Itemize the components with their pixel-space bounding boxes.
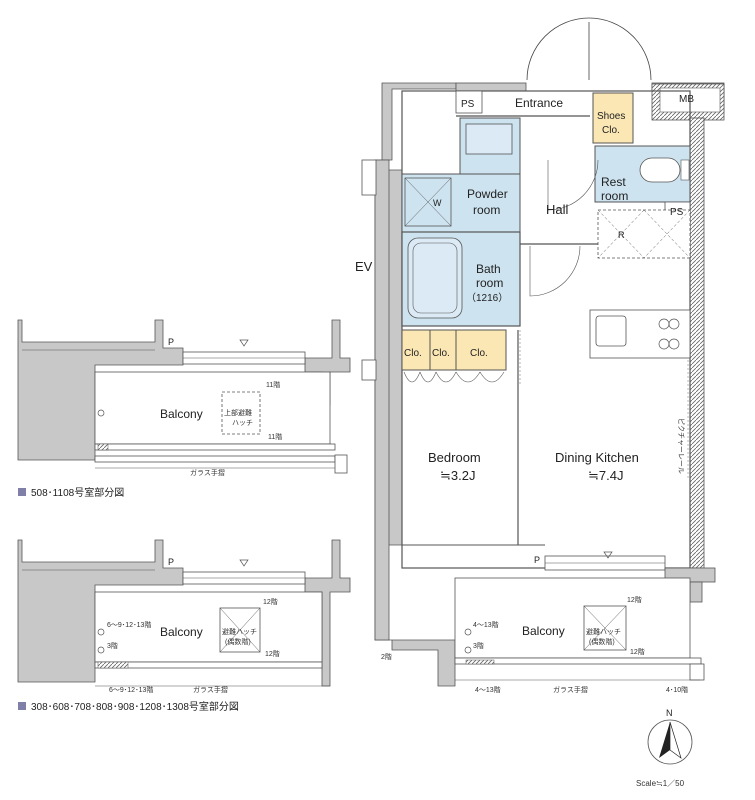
p2-floor-top: 6〜9･12･13階 xyxy=(107,620,151,629)
mb-label: MB xyxy=(679,94,694,105)
p2-floor-bottom: 6〜9･12･13階 xyxy=(109,685,153,694)
p2-floor-12-top: 12階 xyxy=(263,597,278,606)
washer-label: W xyxy=(433,198,442,208)
p1-hatch-2: ハッチ xyxy=(232,419,253,427)
floor-4-13-bottom: 4〜13階 xyxy=(475,685,501,694)
caption-508: 508･1108号室部分図 xyxy=(18,484,124,499)
closet-label-2: Clo. xyxy=(432,348,450,359)
dining-label: Dining Kitchen xyxy=(555,450,639,465)
right-wall xyxy=(689,117,705,569)
ps-right-label: PS xyxy=(670,207,684,218)
p1-floor-bottom: 11階 xyxy=(268,432,282,441)
hatch-label-2: (偶数階) xyxy=(589,637,615,646)
pipe-label: P xyxy=(534,555,540,565)
bedroom-size: ≒3.2J xyxy=(440,468,475,483)
caption-508-text: 508･1108号室部分図 xyxy=(31,488,125,499)
bath-label-1: Bath xyxy=(476,262,501,276)
floor-12-bottom: 12階 xyxy=(630,647,645,656)
caption-square-icon xyxy=(18,487,26,496)
bedroom-label: Bedroom xyxy=(428,450,481,465)
p2-floor-12-bottom: 12階 xyxy=(265,649,280,658)
p1-glass: ガラス手摺 xyxy=(190,468,225,477)
scale-label: Scale≒1／50 xyxy=(636,779,685,788)
main-balcony xyxy=(454,577,691,659)
partial-plan-308: P Balcony 避難ハッチ (偶数階) 12階 12階 6〜9･12･13階… xyxy=(17,539,351,694)
refrigerator-label: R xyxy=(618,230,625,240)
floor-2-label: 2階 xyxy=(381,652,392,661)
powder-label-1: Powder xyxy=(467,187,508,201)
p2-hatch-2: (偶数階) xyxy=(225,637,251,646)
entrance-door-swing xyxy=(526,17,652,81)
caption-square-icon xyxy=(18,701,26,710)
ps-top-label: PS xyxy=(461,99,475,110)
main-plan: Entrance PS MB Shoes Clo. Powder room W … xyxy=(355,17,725,694)
balcony-label: Balcony xyxy=(522,624,565,638)
entrance-label: Entrance xyxy=(515,96,563,110)
hall-label: Hall xyxy=(546,202,569,217)
glass-rail-label: ガラス手摺 xyxy=(553,685,588,694)
floor-3: 3階 xyxy=(473,641,484,650)
closet-2 xyxy=(429,329,457,371)
hatch-label-1: 避難ハッチ xyxy=(586,627,621,636)
ev-label: EV xyxy=(355,259,373,274)
p1-hatch-1: 上部避難 xyxy=(224,408,252,417)
caption-308: 308･608･708･808･908･1208･1308号室部分図 xyxy=(18,698,239,713)
shoes-closet xyxy=(592,92,634,144)
dining-size: ≒7.4J xyxy=(588,468,623,483)
p2-glass: ガラス手摺 xyxy=(193,685,228,694)
curtain-rail-label: ピクチャーレール xyxy=(677,418,685,474)
p1-balcony: Balcony xyxy=(160,407,203,421)
closet-3 xyxy=(455,329,507,371)
north-label: N xyxy=(666,708,673,718)
bath-size-label: （1216） xyxy=(466,292,508,304)
north-arrow: N xyxy=(647,708,693,765)
p2-balcony: Balcony xyxy=(160,625,203,639)
bath-label-2: room xyxy=(476,276,503,290)
sink xyxy=(595,315,627,347)
floor-4-10-label: 4･10階 xyxy=(666,685,688,694)
closet-label-3: Clo. xyxy=(470,348,488,359)
p2-pipe: P xyxy=(168,557,174,567)
p2-floor-3: 3階 xyxy=(107,641,118,650)
caption-308-text: 308･608･708･808･908･1208･1308号室部分図 xyxy=(31,702,239,713)
restroom-label-1: Rest xyxy=(601,175,626,189)
p1-floor-top: 11階 xyxy=(266,380,280,389)
shoes-label-2: Clo. xyxy=(602,125,620,136)
p1-pipe: P xyxy=(168,337,174,347)
shoes-label-1: Shoes xyxy=(597,111,625,122)
powder-label-2: room xyxy=(473,203,500,217)
floor-12-top: 12階 xyxy=(627,595,642,604)
restroom-label-2: room xyxy=(601,189,628,203)
partial-plan-508: P Balcony 上部避難 ハッチ 11階 11階 ガラス手摺 xyxy=(17,319,351,477)
p2-hatch-1: 避難ハッチ xyxy=(222,627,257,636)
closet-label-1: Clo. xyxy=(404,348,422,359)
floor-4-13-top: 4〜13階 xyxy=(473,620,499,629)
